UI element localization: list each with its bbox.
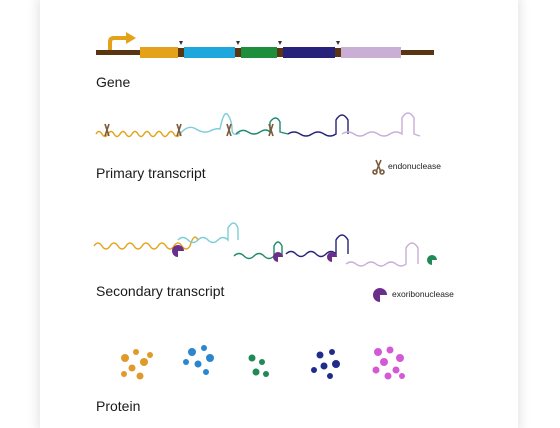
primary-transcript-label: Primary transcript bbox=[96, 165, 206, 181]
fragment-5 bbox=[345, 242, 419, 267]
promoter-arrowhead bbox=[126, 32, 136, 44]
protein-cluster-5 bbox=[372, 346, 405, 380]
endonuclease-sites-icon bbox=[104, 123, 274, 137]
secondary-transcript-label: Secondary transcript bbox=[96, 283, 225, 299]
gene-spacer-2 bbox=[235, 48, 241, 57]
exoribonuclease-legend-label: exoribonuclease bbox=[392, 289, 454, 299]
hairpin-1 bbox=[179, 112, 241, 136]
protein-clusters bbox=[121, 345, 405, 380]
promoter-arrow-icon bbox=[108, 36, 128, 50]
secondary-transcript bbox=[93, 222, 419, 267]
cleavage-marks bbox=[179, 41, 340, 45]
wave-segment-1 bbox=[95, 130, 181, 138]
processing-diagram bbox=[93, 32, 437, 380]
fragment-4 bbox=[285, 234, 349, 258]
gene-segment-4 bbox=[283, 47, 335, 58]
hairpin-4 bbox=[341, 112, 421, 137]
protein-cluster-1 bbox=[121, 349, 153, 380]
fragment-2 bbox=[177, 222, 239, 244]
endonuclease-legend-label: endonuclease bbox=[388, 161, 441, 171]
gene-segment-1 bbox=[140, 47, 178, 58]
diagram-panel: Gene Primary transcript Secondary transc… bbox=[40, 0, 518, 428]
gene-spacer-1 bbox=[178, 48, 184, 57]
hairpin-3 bbox=[287, 114, 349, 137]
gene-segment-2 bbox=[184, 47, 235, 58]
gene-spacer-3 bbox=[277, 48, 283, 57]
gene-segment-3 bbox=[241, 47, 277, 58]
exoribonuclease-icons bbox=[172, 245, 437, 265]
primary-transcript bbox=[95, 112, 421, 138]
protein-cluster-2 bbox=[183, 345, 214, 375]
fragment-1 bbox=[93, 236, 199, 250]
exoribonuclease-legend-icon bbox=[373, 288, 387, 302]
protein-cluster-3 bbox=[248, 354, 269, 377]
protein-label: Protein bbox=[96, 398, 141, 414]
gene-spacer-4 bbox=[335, 48, 341, 57]
endonuclease-legend-icon bbox=[372, 159, 385, 175]
hairpin-2 bbox=[235, 117, 289, 135]
exo-green-icon bbox=[427, 255, 437, 265]
fragment-3 bbox=[233, 241, 283, 260]
gene-construct bbox=[96, 32, 434, 58]
protein-cluster-4 bbox=[311, 349, 340, 379]
gene-label: Gene bbox=[96, 74, 131, 90]
gene-segment-5 bbox=[341, 47, 401, 58]
